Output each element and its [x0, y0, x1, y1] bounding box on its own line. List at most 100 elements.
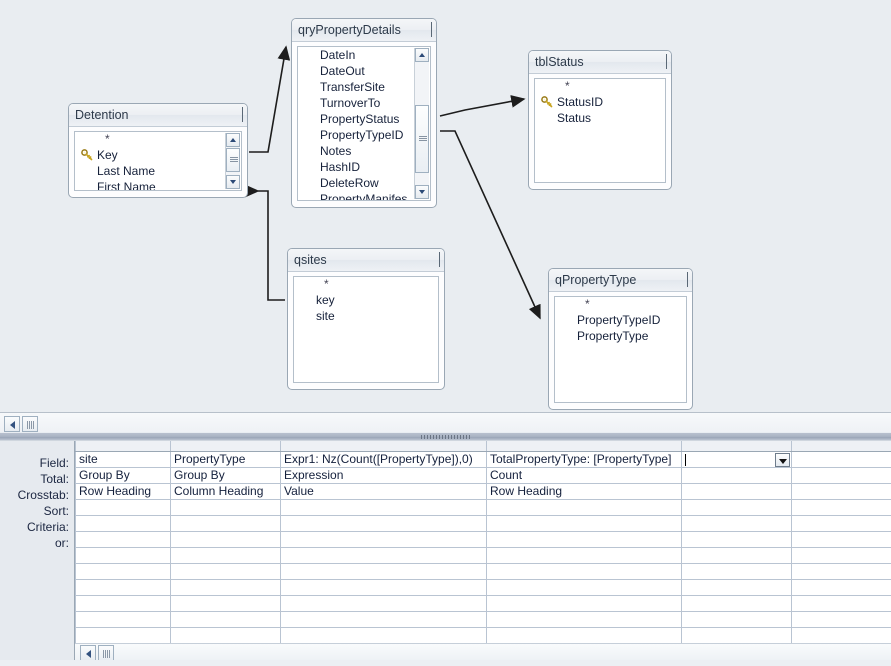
field-item[interactable]: DeleteRow	[298, 175, 430, 191]
grid-scroll-controls[interactable]	[80, 645, 114, 661]
scroll-thumb[interactable]	[98, 645, 114, 661]
cell-empty[interactable]	[281, 627, 487, 643]
grid-row-empty[interactable]	[76, 563, 891, 579]
cell-field-5-active[interactable]	[682, 451, 792, 467]
field-item[interactable]: PropertyType	[555, 328, 686, 344]
cell-total-1[interactable]: Group By	[76, 467, 171, 483]
field-dropdown-button[interactable]	[775, 453, 790, 467]
field-item[interactable]: DateIn	[298, 47, 430, 63]
grid-row-empty[interactable]	[76, 579, 891, 595]
cell-empty[interactable]	[171, 579, 281, 595]
cell-empty[interactable]	[171, 627, 281, 643]
field-item[interactable]: key	[294, 292, 438, 308]
field-list-body-qrypropertydetails[interactable]: DateIn DateOut TransferSite TurnoverTo P…	[297, 46, 431, 201]
field-list-qrypropertydetails[interactable]: qryPropertyDetails DateIn DateOut Transf…	[291, 18, 437, 208]
field-item[interactable]: Status	[535, 110, 665, 126]
field-list-body-qpropertytype[interactable]: * PropertyTypeID PropertyType	[554, 296, 687, 403]
cell-empty[interactable]	[76, 627, 171, 643]
grid-row-crosstab[interactable]: Row Heading Column Heading Value Row Hea…	[76, 483, 891, 499]
cell-empty[interactable]	[487, 579, 682, 595]
cell-field-6[interactable]	[792, 451, 891, 467]
column-selector[interactable]	[281, 441, 487, 451]
diagram-horizontal-scrollbar[interactable]	[4, 416, 38, 432]
field-item[interactable]: Key	[75, 147, 241, 163]
cell-empty[interactable]	[682, 547, 792, 563]
field-list-body-qsites[interactable]: * key site	[293, 276, 439, 383]
cell-empty[interactable]	[76, 563, 171, 579]
cell-or-5[interactable]	[682, 531, 792, 547]
field-list-qsites[interactable]: qsites * key site	[287, 248, 445, 390]
field-item[interactable]: PropertyStatus	[298, 111, 430, 127]
cell-empty[interactable]	[487, 611, 682, 627]
field-item[interactable]: PropertyManifes	[298, 191, 430, 201]
field-list-body-tblstatus[interactable]: * StatusID Status	[534, 78, 666, 183]
column-selector-row[interactable]	[76, 441, 891, 451]
scroll-thumb[interactable]	[415, 105, 429, 173]
cell-crosstab-3[interactable]: Value	[281, 483, 487, 499]
cell-empty[interactable]	[76, 611, 171, 627]
field-item[interactable]: PropertyTypeID	[555, 312, 686, 328]
query-diagram-pane[interactable]: Detention * Key Last Name First Name	[0, 0, 891, 412]
grid-row-criteria[interactable]	[76, 515, 891, 531]
cell-empty[interactable]	[171, 563, 281, 579]
cell-empty[interactable]	[792, 595, 891, 611]
cell-total-3[interactable]: Expression	[281, 467, 487, 483]
cell-or-1[interactable]	[76, 531, 171, 547]
field-item[interactable]: *	[294, 277, 438, 292]
field-item[interactable]: PropertyTypeID	[298, 127, 430, 143]
cell-sort-5[interactable]	[682, 499, 792, 515]
cell-crosstab-2[interactable]: Column Heading	[171, 483, 281, 499]
cell-field-2[interactable]: PropertyType	[171, 451, 281, 467]
cell-empty[interactable]	[792, 611, 891, 627]
cell-field-1[interactable]: site	[76, 451, 171, 467]
cell-criteria-6[interactable]	[792, 515, 891, 531]
field-list-qpropertytype[interactable]: qPropertyType * PropertyTypeID PropertyT…	[548, 268, 693, 410]
cell-or-2[interactable]	[171, 531, 281, 547]
cell-empty[interactable]	[682, 595, 792, 611]
cell-empty[interactable]	[281, 563, 487, 579]
query-grid-pane[interactable]: Field: Total: Crosstab: Sort: Criteria: …	[0, 440, 891, 666]
field-list-scrollbar[interactable]	[225, 133, 240, 189]
field-list-scrollbar[interactable]	[414, 48, 429, 199]
cell-empty[interactable]	[76, 595, 171, 611]
field-item[interactable]: HashID	[298, 159, 430, 175]
cell-or-3[interactable]	[281, 531, 487, 547]
field-item[interactable]: Notes	[298, 143, 430, 159]
query-grid-table-wrap[interactable]: site PropertyType Expr1: Nz(Count([Prope…	[75, 441, 891, 641]
cell-empty[interactable]	[682, 627, 792, 643]
cell-empty[interactable]	[792, 627, 891, 643]
column-selector[interactable]	[682, 441, 792, 451]
scroll-left-button[interactable]	[4, 416, 20, 432]
cell-field-3[interactable]: Expr1: Nz(Count([PropertyType]),0)	[281, 451, 487, 467]
cell-empty[interactable]	[281, 595, 487, 611]
cell-empty[interactable]	[682, 611, 792, 627]
column-selector[interactable]	[76, 441, 171, 451]
grid-horizontal-scrollbar[interactable]	[75, 643, 891, 660]
cell-empty[interactable]	[792, 579, 891, 595]
cell-empty[interactable]	[792, 563, 891, 579]
field-item[interactable]: First Name	[75, 179, 241, 191]
cell-or-6[interactable]	[792, 531, 891, 547]
field-item[interactable]: *	[555, 297, 686, 312]
grid-row-total[interactable]: Group By Group By Expression Count	[76, 467, 891, 483]
cell-sort-2[interactable]	[171, 499, 281, 515]
cell-criteria-2[interactable]	[171, 515, 281, 531]
scroll-up-button[interactable]	[415, 48, 429, 62]
cell-or-4[interactable]	[487, 531, 682, 547]
cell-criteria-3[interactable]	[281, 515, 487, 531]
cell-empty[interactable]	[487, 547, 682, 563]
grid-row-empty[interactable]	[76, 547, 891, 563]
column-selector[interactable]	[792, 441, 891, 451]
cell-sort-3[interactable]	[281, 499, 487, 515]
grid-row-sort[interactable]	[76, 499, 891, 515]
grid-row-field[interactable]: site PropertyType Expr1: Nz(Count([Prope…	[76, 451, 891, 467]
column-selector[interactable]	[171, 441, 281, 451]
cell-total-2[interactable]: Group By	[171, 467, 281, 483]
cell-total-4[interactable]: Count	[487, 467, 682, 483]
cell-empty[interactable]	[281, 579, 487, 595]
cell-empty[interactable]	[76, 579, 171, 595]
cell-empty[interactable]	[281, 611, 487, 627]
field-item[interactable]: site	[294, 308, 438, 324]
scroll-down-button[interactable]	[226, 175, 240, 189]
field-item[interactable]: *	[535, 79, 665, 94]
